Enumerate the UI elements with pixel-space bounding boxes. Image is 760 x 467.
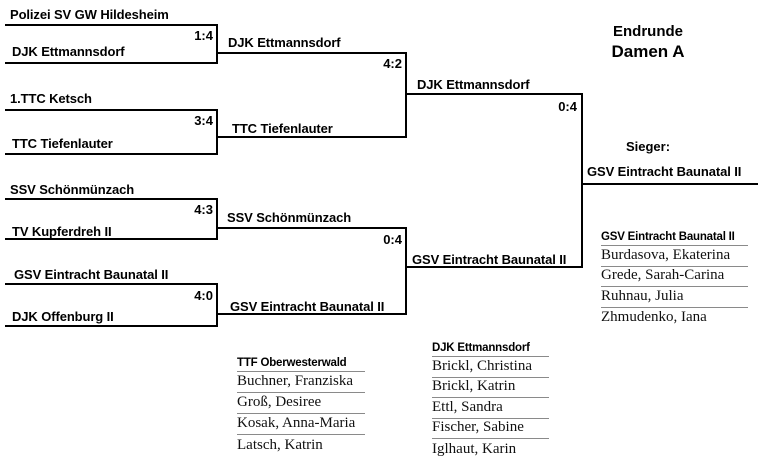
page-title-division: Damen A <box>611 42 685 61</box>
final-team2-label: GSV Eintracht Baunatal II <box>412 252 567 267</box>
roster-player: Ettl, Sandra <box>432 398 549 419</box>
qf4-team2-label: DJK Offenburg II <box>12 309 114 324</box>
bracket-qf4-box <box>5 283 218 327</box>
roster-player: Burdasova, Ekaterina <box>601 246 748 267</box>
qf2-team2-label: TTC Tiefenlauter <box>12 136 113 151</box>
roster-player: Brickl, Katrin <box>432 378 549 398</box>
roster-player: Groß, Desiree <box>237 393 365 414</box>
qf3-team2-label: TV Kupferdreh II <box>12 224 112 239</box>
roster-player: Ruhnau, Julia <box>601 287 748 308</box>
qf2-team1-label: 1.TTC Ketsch <box>10 91 92 106</box>
winner-team-label: GSV Eintracht Baunatal II <box>587 164 742 179</box>
qf4-score: 4:0 <box>194 288 213 303</box>
sf1-team1-label: DJK Ettmannsdorf <box>228 35 341 50</box>
roster-player: Kosak, Anna-Maria <box>237 414 365 435</box>
qf1-team1-label: Polizei SV GW Hildesheim <box>10 7 169 22</box>
roster-player: Grede, Sarah-Carina <box>601 267 748 287</box>
qf4-team1-label: GSV Eintracht Baunatal II <box>14 267 169 282</box>
final-team1-label: DJK Ettmannsdorf <box>417 77 530 92</box>
roster-team-header: GSV Eintracht Baunatal II <box>601 228 748 246</box>
page-title-round: Endrunde <box>613 23 683 40</box>
roster-player: Buchner, Franziska <box>237 372 365 393</box>
sf1-score: 4:2 <box>383 56 402 71</box>
winner-roster: GSV Eintracht Baunatal II Burdasova, Eka… <box>601 228 748 328</box>
qf1-team2-label: DJK Ettmannsdorf <box>12 44 125 59</box>
sieger-label: Sieger: <box>625 139 671 154</box>
bracket-qf3-box <box>5 198 218 240</box>
roster-team-header: DJK Ettmannsdorf <box>432 338 549 357</box>
sf2-team2-label: GSV Eintracht Baunatal II <box>230 299 385 314</box>
roster-player: Latsch, Katrin <box>237 437 323 453</box>
bracket-qf1-box <box>5 24 218 64</box>
qf2-score: 3:4 <box>194 113 213 128</box>
roster-team-header: TTF Oberwesterwald <box>237 352 365 372</box>
roster-player: Zhmudenko, Iana <box>601 309 707 325</box>
roster-player: Iglhaut, Karin <box>432 440 517 457</box>
qf1-score: 1:4 <box>194 28 213 43</box>
sf1-team2-label: TTC Tiefenlauter <box>232 121 333 136</box>
qf3-score: 4:3 <box>194 202 213 217</box>
roster-player: Brickl, Christina <box>432 357 549 378</box>
ttf-oberwesterwald-roster: TTF Oberwesterwald Buchner, Franziska Gr… <box>237 352 365 456</box>
final-score: 0:4 <box>558 99 577 114</box>
qf3-team1-label: SSV Schönmünzach <box>10 182 135 197</box>
winner-connector-line <box>583 183 758 185</box>
bracket-final-box <box>407 93 583 268</box>
sf2-score: 0:4 <box>383 232 402 247</box>
bracket-sf1-box <box>218 52 407 138</box>
bracket-qf2-box <box>5 109 218 155</box>
roster-player: Fischer, Sabine <box>432 419 549 439</box>
sf2-team1-label: SSV Schönmünzach <box>227 210 352 225</box>
bracket-sf2-box <box>218 227 407 315</box>
djk-ettmannsdorf-roster: DJK Ettmannsdorf Brickl, Christina Brick… <box>432 338 549 460</box>
